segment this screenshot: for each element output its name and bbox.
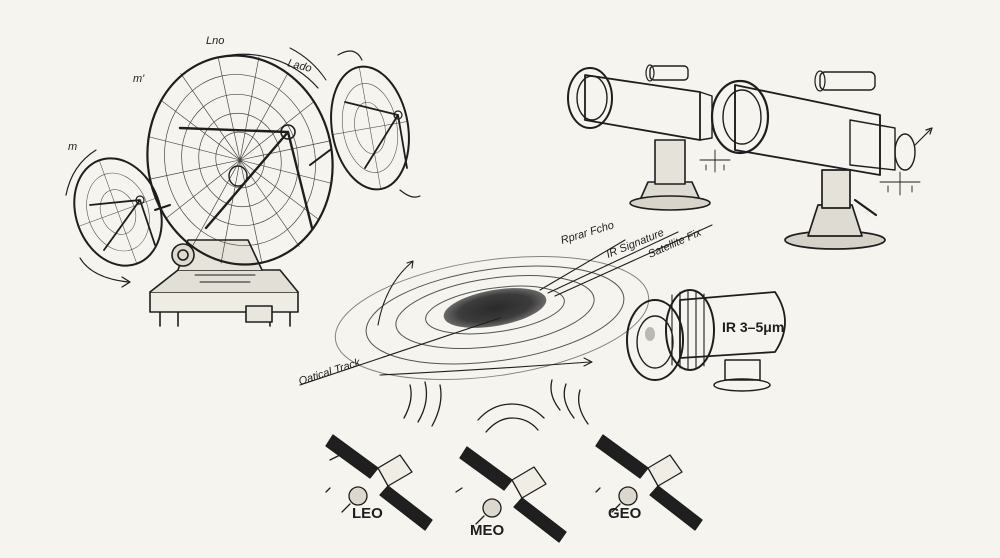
target-object (443, 288, 547, 328)
telescope-large (710, 70, 933, 250)
radar-label-top: Lno (206, 35, 224, 47)
radar-label-right: Lado (286, 57, 313, 75)
radar-echo-label: Rprar Fcho (559, 219, 615, 247)
ir-band-label: IR 3–5μm (722, 319, 784, 335)
radar-array: Lno Lado m' m (65, 35, 421, 327)
satellite-geo: GEO (550, 379, 703, 531)
optical-track-label: Oatical Track (297, 357, 362, 388)
main-radar-dish (146, 47, 334, 266)
left-radar-dish (73, 157, 171, 267)
satellite-leo: LEO (325, 381, 442, 531)
orbit-label-geo: GEO (608, 505, 642, 522)
orbit-label-leo: LEO (352, 505, 383, 522)
telescope-small (567, 64, 731, 211)
radar-base (149, 239, 299, 327)
radar-label-far-left: m (68, 141, 77, 153)
target-ripples (334, 255, 650, 381)
satellite-meo: MEO (455, 403, 567, 543)
radar-label-left: m' (133, 73, 145, 85)
right-radar-dish (309, 65, 410, 191)
orbit-label-meo: MEO (470, 522, 505, 539)
ir-camera: IR 3–5μm (626, 289, 786, 392)
rotation-arrows (65, 50, 421, 288)
signal-lines (299, 224, 713, 386)
